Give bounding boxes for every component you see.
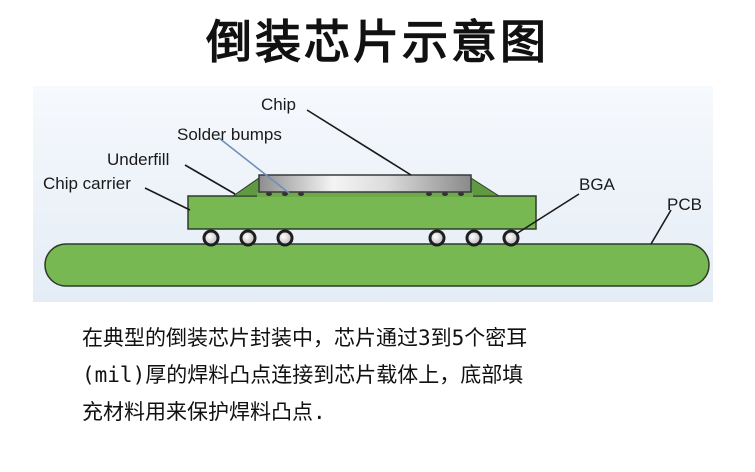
solder-bump [298, 192, 304, 196]
solder-bump [282, 192, 288, 196]
pcb-leader [650, 209, 672, 245]
bga-ball [465, 229, 483, 247]
bga-ball [202, 229, 220, 247]
solder-bump [458, 192, 464, 196]
description-line: (mil)厚的焊料凸点连接到芯片载体上，底部填 [82, 363, 524, 387]
label-pcb: PCB [667, 195, 702, 214]
bga-balls [202, 229, 520, 247]
label-underfill: Underfill [107, 150, 169, 169]
chip-carrier-leader [144, 187, 191, 211]
chip-leader [306, 109, 412, 176]
label-bga: BGA [579, 175, 616, 194]
description-line: 充材料用来保护焊料凸点. [82, 400, 326, 424]
solder-bumps [266, 192, 464, 196]
pcb-board [44, 243, 710, 287]
label-chip: Chip [261, 95, 296, 114]
bga-ball [502, 229, 520, 247]
chip-carrier [187, 195, 537, 230]
bga-ball [276, 229, 294, 247]
underfill-leader [184, 164, 236, 195]
description-line: 在典型的倒装芯片封装中，芯片通过3到5个密耳 [82, 326, 528, 350]
page-title: 倒装芯片示意图 [206, 15, 549, 69]
solder-bump [442, 192, 448, 196]
solder-bump [426, 192, 432, 196]
bga-leader [515, 193, 580, 235]
bga-ball [239, 229, 257, 247]
leader-lines [144, 109, 672, 245]
chip-die [258, 174, 472, 193]
solder-bump [266, 192, 272, 196]
description-paragraph: 在典型的倒装芯片封装中，芯片通过3到5个密耳 (mil)厚的焊料凸点连接到芯片载… [82, 320, 732, 431]
flip-chip-diagram: Chip Solder bumps Underfill Chip carrier… [33, 86, 713, 302]
bga-ball [428, 229, 446, 247]
label-chip-carrier: Chip carrier [43, 174, 131, 193]
label-solder-bumps: Solder bumps [177, 125, 282, 144]
underfill-layer [257, 192, 473, 197]
solder-bumps-leader [218, 137, 290, 194]
